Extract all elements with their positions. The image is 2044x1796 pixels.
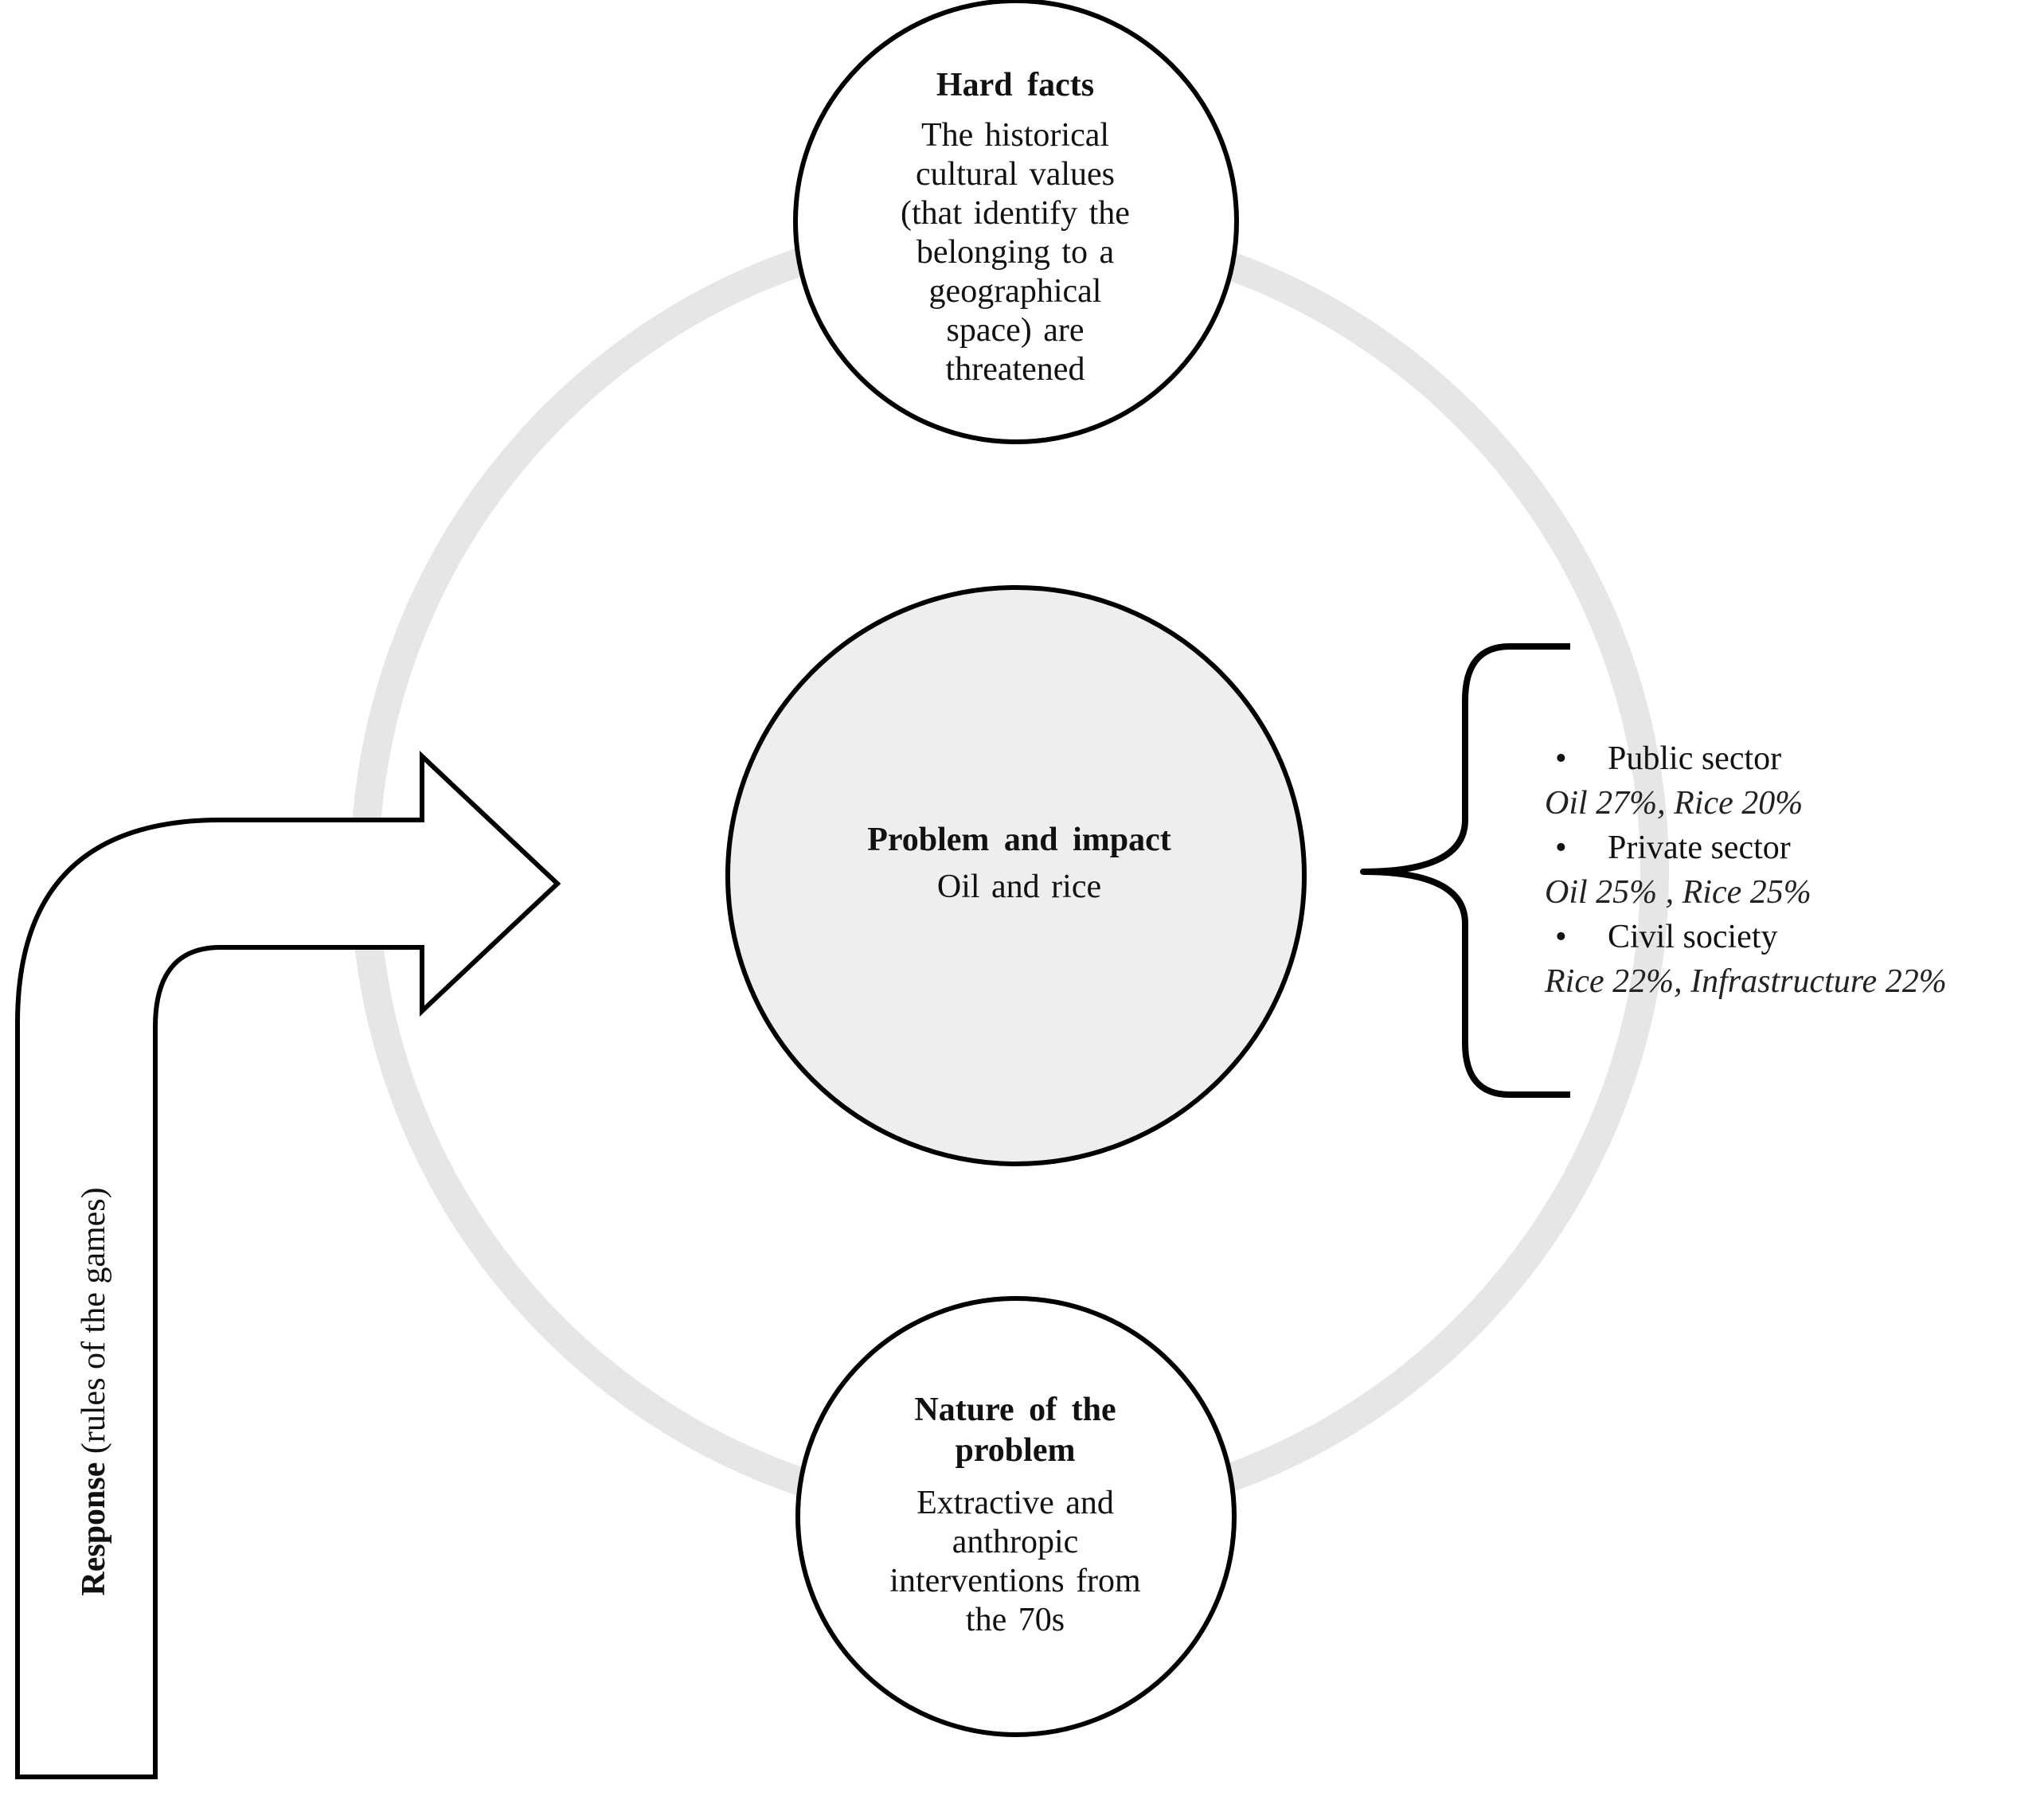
stakeholders-brace: [1360, 643, 1570, 1098]
stakeholder-name: Civil society: [1608, 919, 1778, 955]
response-label-bold: Response: [76, 1462, 112, 1596]
stakeholder-values: Rice 22%, Infrastructure 22%: [1545, 963, 1947, 1000]
hard-facts-circle: [793, 0, 1239, 444]
nature-problem-text: Nature of the problem Extractive and ant…: [836, 1390, 1194, 1640]
hard-facts-body: The historical cultural values (that ide…: [836, 116, 1194, 389]
stakeholder-list: • Public sector Oil 27%, Rice 20% • Privat…: [1545, 736, 2038, 1004]
hard-facts-line: geographical: [928, 273, 1102, 310]
problem-impact-circle: [725, 585, 1307, 1166]
stakeholder-item: • Private sector: [1545, 826, 2038, 870]
hard-facts-line: space) are: [946, 312, 1085, 349]
bullet-icon: •: [1555, 919, 1567, 955]
stakeholder-values: Oil 27%, Rice 20%: [1545, 785, 1804, 822]
problem-impact-title: Problem and impact: [867, 822, 1171, 858]
response-label-rest: (rules of the games): [76, 1187, 112, 1462]
hard-facts-line: cultural values: [915, 156, 1116, 193]
nature-title-line: problem: [955, 1432, 1076, 1469]
nature-body-line: Extractive and: [916, 1485, 1114, 1521]
stakeholder-item: • Public sector: [1545, 736, 2038, 781]
stakeholder-values: Oil 25% , Rice 25%: [1545, 874, 1811, 911]
hard-facts-text: Hard facts The historical cultural value…: [836, 65, 1194, 389]
hard-facts-line: (that identify the: [901, 195, 1130, 232]
response-arrow: [15, 751, 561, 1779]
nature-body-line: the 70s: [965, 1602, 1065, 1638]
problem-impact-text: Problem and impact Oil and rice: [796, 820, 1242, 907]
hard-facts-line: The historical: [920, 117, 1110, 154]
problem-impact-body: Oil and rice: [936, 869, 1102, 905]
nature-problem-title: Nature of the problem: [836, 1390, 1194, 1471]
stakeholder-name: Private sector: [1608, 830, 1791, 866]
stakeholder-name: Public sector: [1608, 740, 1782, 777]
nature-body-line: anthropic: [952, 1524, 1079, 1560]
nature-body-line: interventions from: [889, 1563, 1141, 1599]
stakeholder-item: • Civil society: [1545, 915, 2038, 959]
nature-problem-circle: [795, 1296, 1237, 1737]
response-label: Response (rules of the games): [70, 994, 118, 1790]
nature-title-line: Nature of the: [914, 1392, 1116, 1428]
hard-facts-line: threatened: [945, 351, 1085, 388]
nature-problem-body: Extractive and anthropic interventions f…: [836, 1484, 1194, 1640]
bullet-icon: •: [1555, 740, 1567, 777]
hard-facts-title: Hard facts: [936, 67, 1095, 103]
hard-facts-line: belonging to a: [916, 234, 1115, 271]
bullet-icon: •: [1555, 830, 1567, 866]
